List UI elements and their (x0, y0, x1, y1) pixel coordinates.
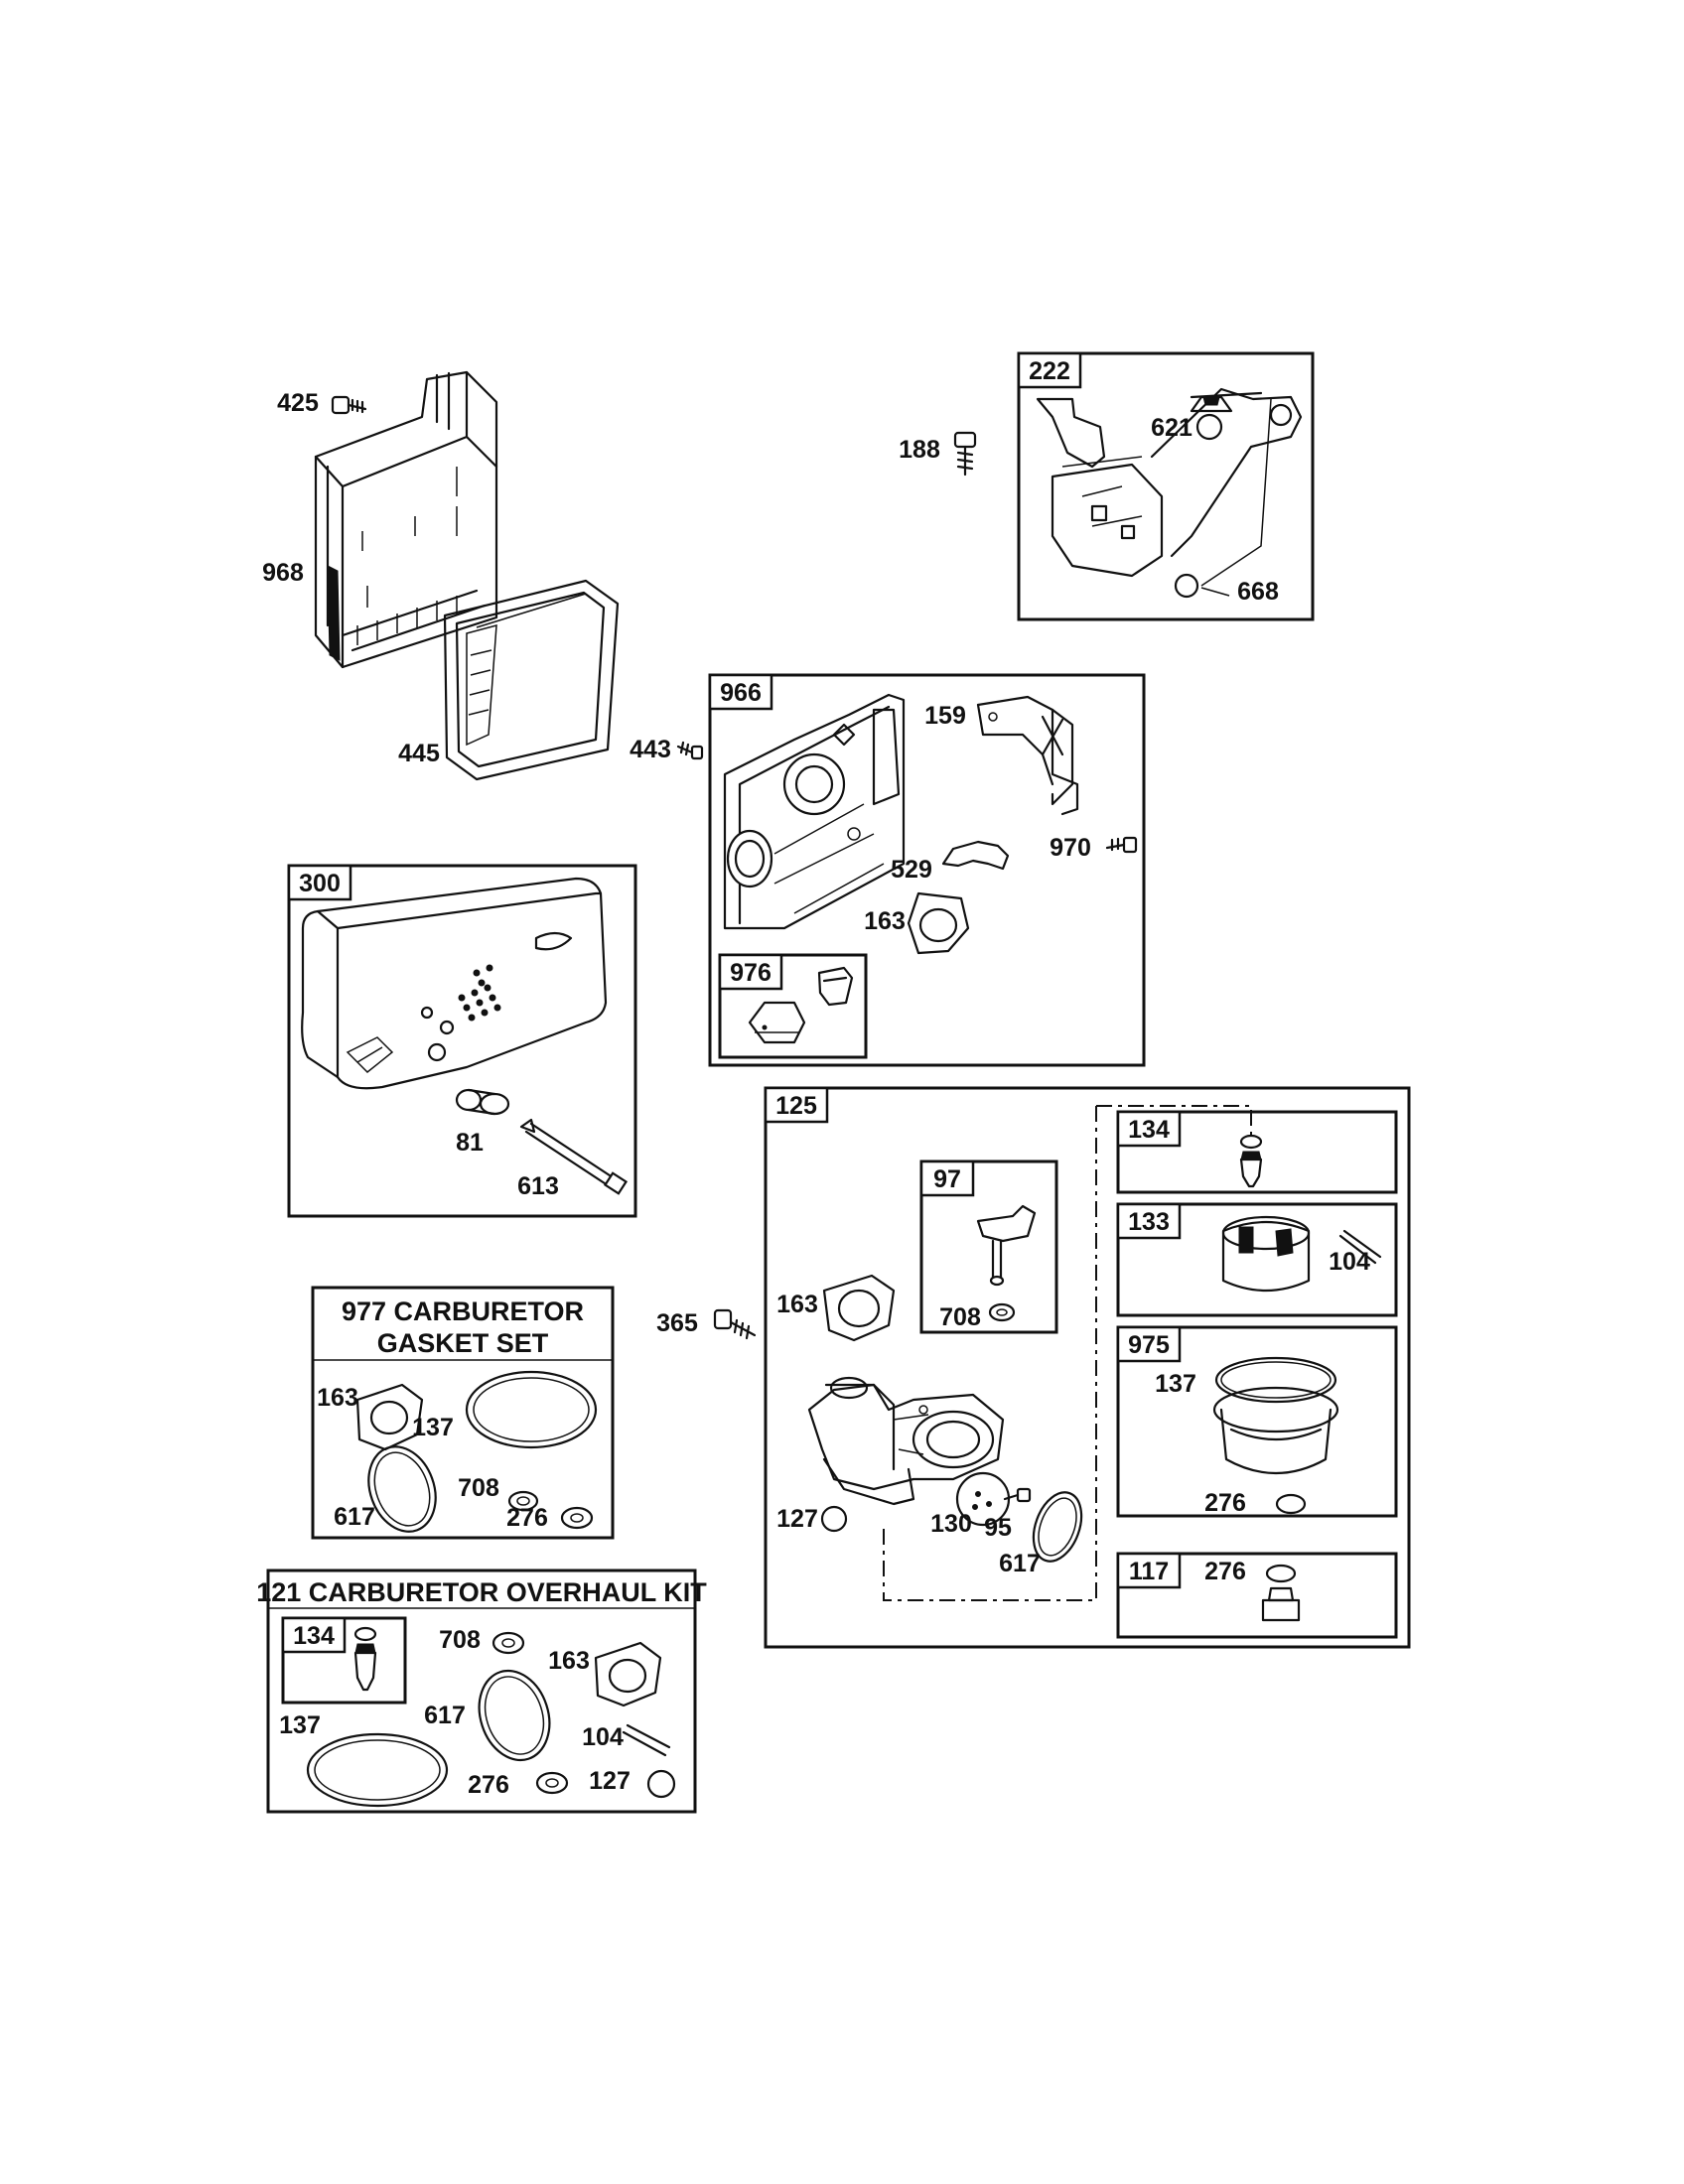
screw-425-part (331, 395, 367, 415)
group-97-tag: 97 (933, 1165, 961, 1193)
part-label-81: 81 (456, 1129, 484, 1157)
leader-668 (1200, 587, 1230, 597)
part-label-104-b: 104 (582, 1723, 624, 1751)
part-label-104-a: 104 (1329, 1248, 1370, 1276)
part-label-137-b: 137 (412, 1414, 454, 1441)
part-label-425: 425 (277, 389, 319, 417)
part-label-276-a: 276 (1204, 1489, 1246, 1517)
part-label-621: 621 (1151, 414, 1193, 442)
part-label-276-c: 276 (506, 1504, 548, 1532)
part-label-127-a: 127 (776, 1505, 818, 1533)
group-134-tag: 134 (1128, 1116, 1170, 1144)
part-label-130: 130 (930, 1510, 972, 1538)
part-label-708-b: 708 (458, 1474, 499, 1502)
air-filter-element-part (443, 579, 620, 781)
part-label-708-a: 708 (939, 1303, 981, 1331)
part-label-445: 445 (398, 740, 440, 767)
screw-443-part (676, 741, 704, 760)
part-label-95: 95 (984, 1514, 1012, 1542)
group-133-tag: 133 (1128, 1208, 1170, 1236)
group-125-tag: 125 (775, 1092, 817, 1120)
part-label-163-b: 163 (776, 1291, 818, 1318)
part-label-617-a: 617 (999, 1550, 1041, 1577)
group-966: 966 976 (708, 673, 1146, 1067)
group-976-tag: 976 (730, 959, 772, 987)
group-300: 300 (287, 864, 637, 1218)
part-label-668: 668 (1237, 578, 1279, 606)
part-label-529: 529 (891, 856, 932, 884)
group-222: 222 (1017, 351, 1315, 621)
part-label-127-b: 127 (589, 1767, 631, 1795)
part-labels: 425 968 445 443 188 621 668 159 529 970 … (262, 389, 1370, 1799)
group-125: 125 97 (713, 1086, 1411, 1649)
overhaul-kit-sub-tag: 134 (293, 1622, 335, 1650)
part-label-137-c: 137 (279, 1711, 321, 1739)
group-222-tag: 222 (1029, 357, 1070, 385)
gasket-set-title-line1: 977 CARBURETOR (342, 1297, 584, 1326)
part-label-163-d: 163 (548, 1647, 590, 1675)
gasket-set-title-line2: GASKET SET (377, 1328, 549, 1358)
part-label-443: 443 (630, 736, 671, 763)
part-label-159: 159 (924, 702, 966, 730)
part-label-163-a: 163 (864, 907, 906, 935)
part-label-617-c: 617 (424, 1702, 466, 1729)
group-975-tag: 975 (1128, 1331, 1170, 1359)
part-label-708-c: 708 (439, 1626, 481, 1654)
part-label-365: 365 (656, 1309, 698, 1337)
group-966-tag: 966 (720, 679, 762, 707)
part-label-163-c: 163 (317, 1384, 358, 1412)
part-label-613: 613 (517, 1172, 559, 1200)
part-label-970: 970 (1050, 834, 1091, 862)
part-label-188: 188 (899, 436, 940, 464)
part-label-276-d: 276 (468, 1771, 509, 1799)
air-filter-base-part (314, 370, 498, 669)
overhaul-kit: 121 CARBURETOR OVERHAUL KIT 134 (256, 1569, 707, 1814)
part-label-276-b: 276 (1204, 1558, 1246, 1585)
part-label-137-a: 137 (1155, 1370, 1196, 1398)
screw-188-part (953, 431, 977, 477)
part-label-617-b: 617 (334, 1503, 375, 1531)
group-300-tag: 300 (299, 870, 341, 897)
part-label-968: 968 (262, 559, 304, 587)
group-117-tag: 117 (1129, 1558, 1169, 1585)
gasket-set-kit: 977 CARBURETOR GASKET SET (311, 1286, 615, 1540)
overhaul-kit-title: 121 CARBURETOR OVERHAUL KIT (256, 1577, 707, 1607)
